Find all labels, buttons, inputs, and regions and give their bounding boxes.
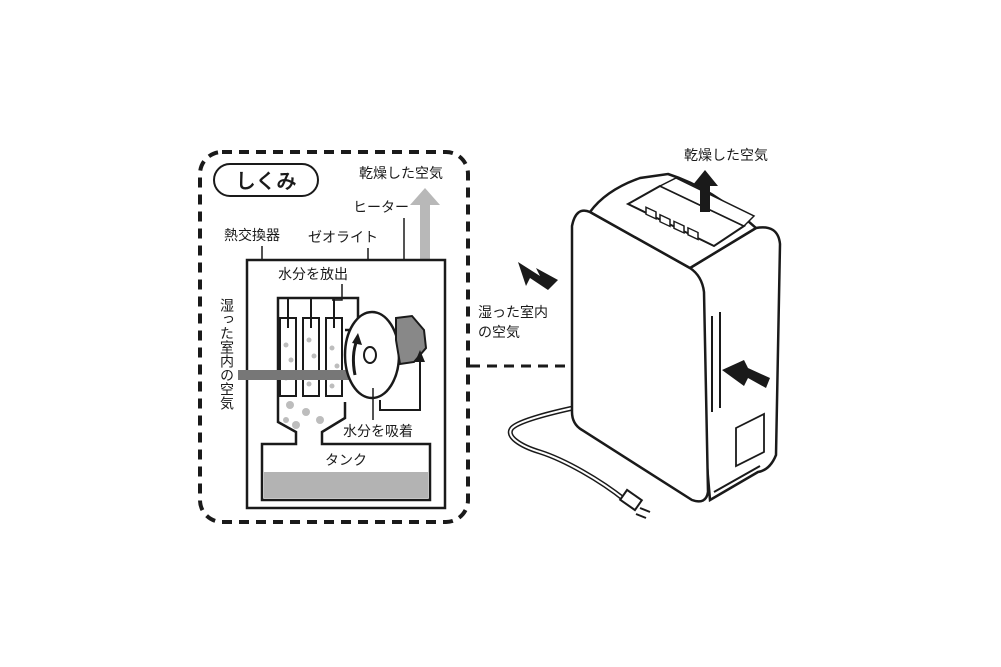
- dry-air-label: 乾燥した空気: [359, 166, 443, 182]
- heater-label: ヒーター: [353, 200, 409, 216]
- top-outlet-arrow: [692, 170, 718, 212]
- rotor-hub: [363, 346, 377, 364]
- housing: [245, 258, 447, 510]
- air-return-line: [379, 355, 421, 411]
- panel-title: しくみ: [236, 169, 297, 193]
- drain-wall: [260, 400, 432, 502]
- unit-humid-air-line1: 湿った室内: [478, 304, 548, 321]
- water-absorb-label: 水分を吸着: [343, 424, 413, 440]
- unit-humid-air-line2: の空気: [478, 325, 520, 341]
- title-pill: [213, 163, 319, 197]
- air-return-arrowhead: [415, 350, 425, 362]
- rotation-arrowhead: [352, 333, 362, 345]
- humid-air-label-vertical: 湿った室内の空気: [218, 298, 234, 411]
- heat-exchanger-label: 熱交換器: [224, 227, 280, 244]
- humid-air-arrow: [238, 362, 375, 388]
- side-inlet-arrow: [722, 360, 770, 388]
- power-plug: [618, 488, 644, 512]
- control-buttons: [645, 206, 699, 241]
- water-release-label: 水分を放出: [278, 267, 348, 283]
- tank-label: タンク: [325, 453, 367, 469]
- panel-dashed-border: [198, 150, 470, 524]
- dehumidifier-unit: 乾燥した空気 湿った室内 の空気: [478, 148, 782, 519]
- mechanism-panel: しくみ 乾燥した空気 ヒーター ゼオライト 熱交換器 水分を放出: [198, 150, 470, 524]
- water-release-leader: [332, 284, 343, 301]
- front-inlet-arrow: [518, 262, 558, 290]
- unit-dry-air-label: 乾燥した空気: [684, 148, 768, 164]
- tank-window: [735, 412, 765, 468]
- tank-water: [264, 472, 428, 498]
- zeolite-label: ゼオライト: [308, 230, 378, 246]
- unit-front: [570, 209, 710, 503]
